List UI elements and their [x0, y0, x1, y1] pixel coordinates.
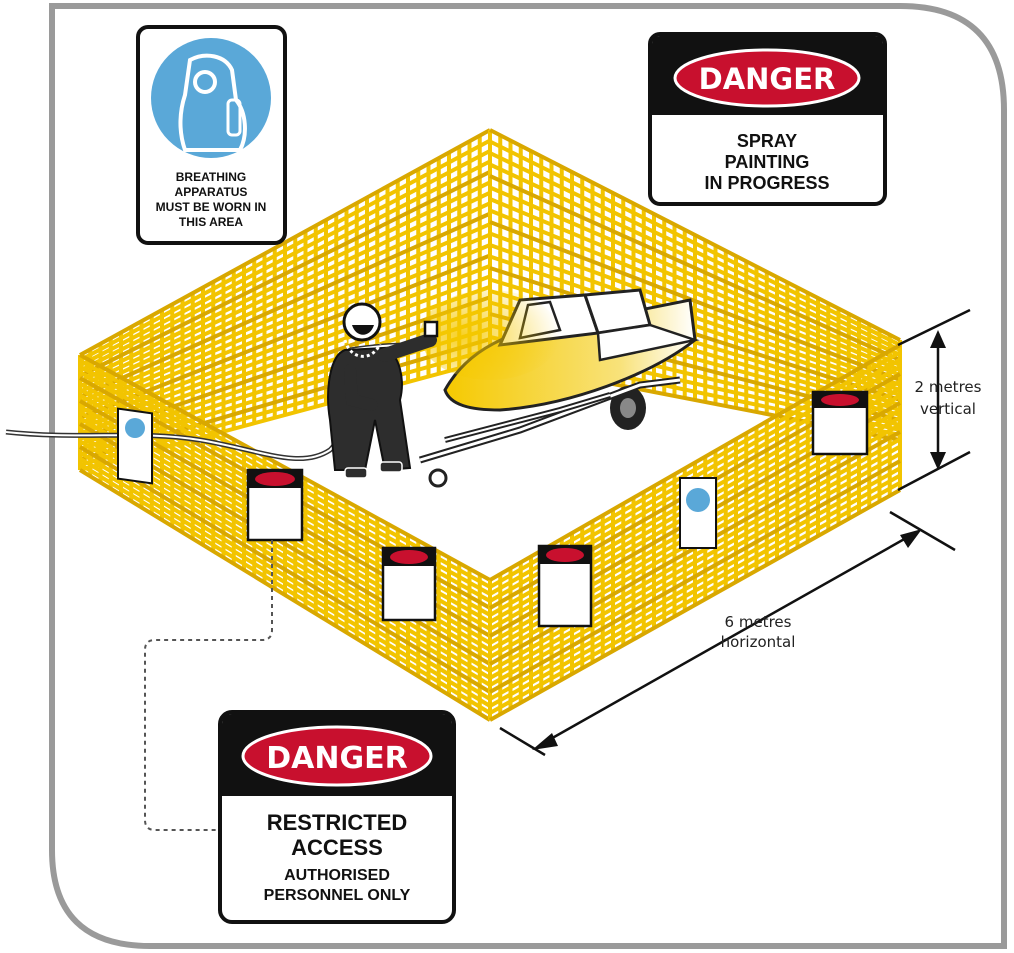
painter-head: [342, 302, 382, 342]
fence-mesh-bar: [79, 190, 491, 389]
fence-mesh-bar: [79, 128, 491, 357]
small-breathing-sign-right: [679, 477, 717, 549]
spray-sign-line-3: IN PROGRESS: [704, 173, 829, 193]
paint-spray-cloud: [420, 290, 560, 380]
restricted-access-danger-sign: DANGER RESTRICTED ACCESS AUTHORISED PERS…: [218, 710, 456, 924]
fence-mesh-bar: [489, 437, 901, 673]
restricted-sign-line-1: RESTRICTED: [267, 810, 408, 835]
fence-mesh-bar: [79, 149, 491, 368]
restricted-sign-subline-2: PERSONNEL ONLY: [264, 887, 411, 904]
fence-mesh-bar: [489, 459, 901, 694]
fence-mesh-bar: [489, 481, 901, 715]
small-fence-signs: [117, 390, 869, 628]
breathing-sign-line-1: BREATHING: [176, 170, 246, 184]
vertical-dimension: 2 metres vertical: [897, 308, 982, 492]
fence-mesh-bar: [489, 254, 901, 397]
horizontal-dimension: 6 metres horizontal: [499, 510, 956, 757]
fence-mesh-bar: [79, 222, 491, 404]
restricted-sign-danger-header: DANGER: [266, 741, 407, 776]
spray-painter-figure: [327, 302, 439, 479]
callout-leader-line: [144, 540, 273, 831]
horizontal-dimension-line-2: horizontal: [721, 633, 796, 651]
fence-mesh-bar: [78, 451, 492, 701]
fence-mesh-bar: [489, 128, 901, 342]
restricted-sign-line-2: ACCESS: [291, 835, 383, 860]
fence-mesh-bar: [489, 174, 901, 362]
spray-sign-line-2: PAINTING: [725, 152, 810, 172]
fence-mesh-bar: [489, 197, 901, 372]
fence-mesh-bar: [79, 201, 491, 394]
fence-mesh-bar: [489, 231, 901, 387]
vertical-dimension-line-1: 2 metres: [915, 378, 982, 396]
vertical-dimension-line-2: vertical: [920, 400, 976, 418]
fence-mesh-bar: [489, 343, 901, 582]
fence-mesh-bar: [79, 138, 491, 362]
fence-mesh-bar: [489, 151, 901, 352]
breathing-sign-line-2: APPARATUS: [175, 185, 248, 199]
breathing-apparatus-sign: BREATHING APPARATUS MUST BE WORN IN THIS…: [136, 25, 287, 245]
fence-mesh-bar: [79, 353, 491, 582]
fence-mesh-bar: [79, 180, 491, 383]
fence-mesh-bar: [78, 468, 492, 722]
fence-mesh-bar: [489, 452, 901, 687]
spray-painting-danger-sign: DANGER SPRAY PAINTING IN PROGRESS: [648, 32, 887, 206]
fence-mesh-bar: [489, 185, 901, 367]
restricted-sign-subline-1: AUTHORISED: [284, 867, 390, 884]
fence-mesh-bar: [489, 208, 901, 377]
danger-oval-icon: [241, 725, 433, 787]
horizontal-dimension-line-1: 6 metres: [725, 613, 792, 631]
spray-sign-danger-header: DANGER: [699, 62, 836, 96]
fence-mesh-bar: [489, 162, 901, 357]
fence-mesh-bar: [78, 462, 492, 715]
danger-oval-icon: [673, 48, 861, 108]
fence-mesh-bar: [78, 456, 492, 708]
fence-mesh-bar: [489, 488, 901, 722]
fence-mesh-bar: [489, 473, 901, 708]
fence-mesh-bar: [489, 139, 901, 347]
fence-mesh-bar: [79, 243, 491, 415]
fence-mesh-bar: [489, 444, 901, 680]
fence-mesh-bar: [489, 466, 901, 701]
fence-mesh-bar: [489, 220, 901, 382]
fence-mesh-bar: [79, 170, 491, 378]
spray-sign-line-1: SPRAY: [737, 131, 797, 151]
fence-mesh-bar: [489, 243, 901, 392]
fence-mesh-bar: [79, 232, 491, 410]
fence-mesh-bar: [78, 445, 492, 694]
fence-mesh-bar: [79, 211, 491, 399]
breathing-sign-line-4: THIS AREA: [179, 215, 244, 229]
spray-gun-icon: [423, 320, 439, 338]
breathing-sign-line-3: MUST BE WORN IN: [156, 200, 267, 214]
fence-mesh-bar: [79, 159, 491, 373]
